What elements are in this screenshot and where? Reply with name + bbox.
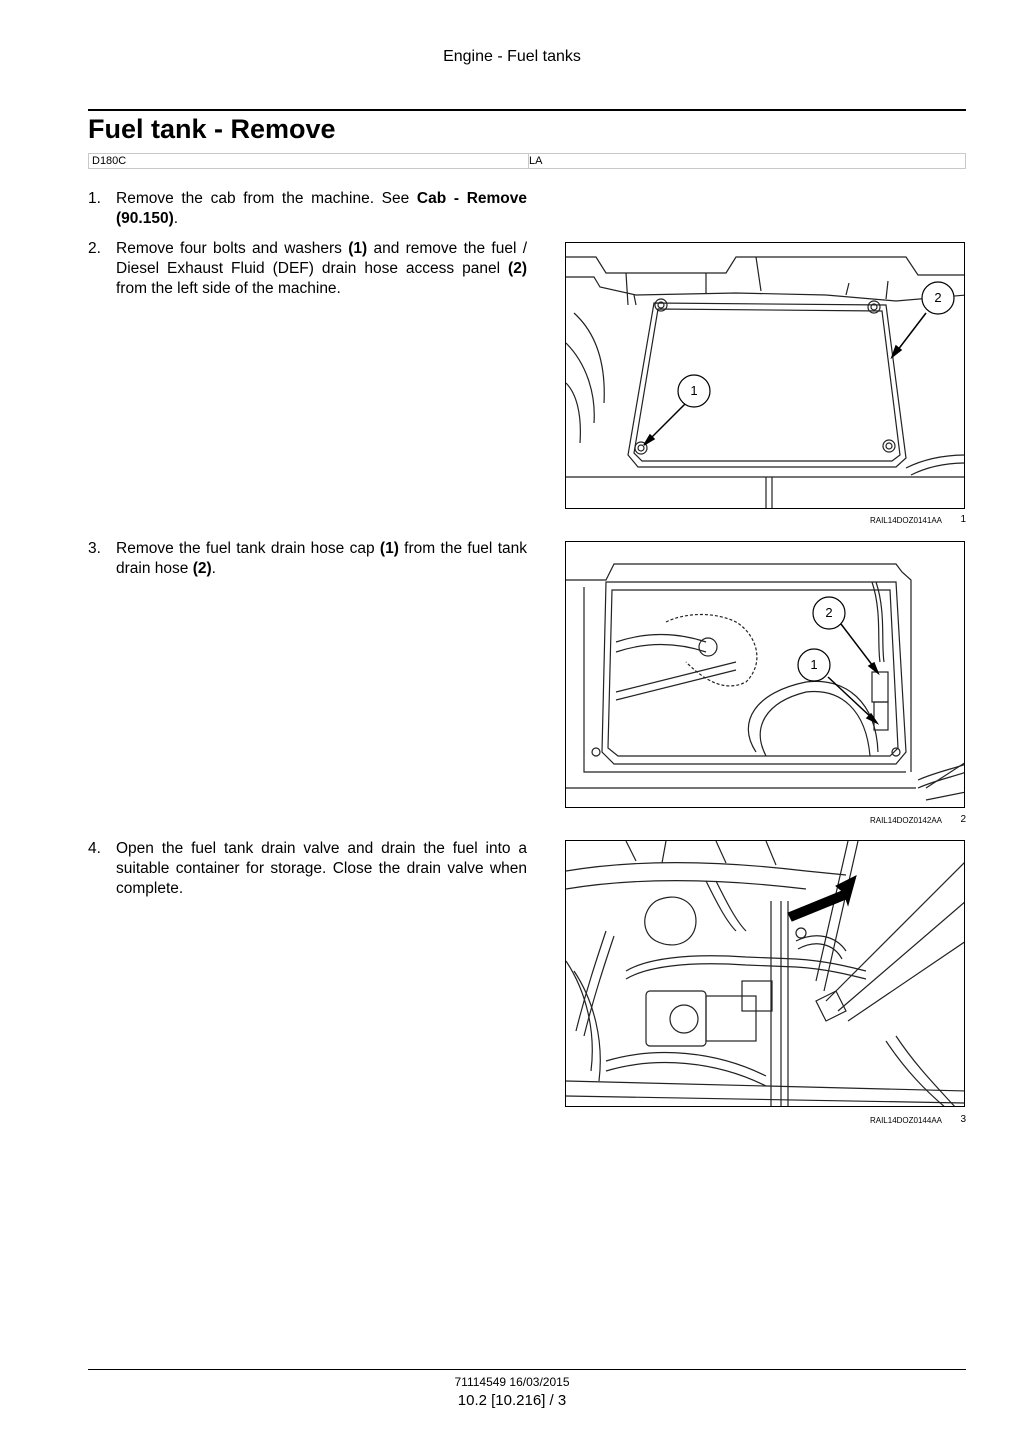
- step-1: 1. Remove the cab from the machine. See …: [88, 189, 528, 229]
- step-text-part: Remove four bolts and washers: [116, 240, 349, 257]
- access-panel-illustration: [566, 256, 964, 508]
- figure-caption: RAIL14DOZ0141AA: [869, 516, 942, 525]
- step-number: 2.: [88, 240, 101, 257]
- step-text-part: from the left side of the machine.: [116, 280, 341, 297]
- figure-number: 1: [960, 514, 966, 525]
- step-4: 4. Open the fuel tank drain valve and dr…: [88, 839, 528, 899]
- step-text-part: .: [211, 560, 216, 577]
- step-number: 4.: [88, 840, 101, 857]
- callout-label: 2: [934, 290, 942, 305]
- callout-label: 1: [810, 657, 818, 672]
- cross-reference-link[interactable]: Cab - Remove (90.150): [116, 190, 527, 227]
- figure-number: 3: [960, 1114, 966, 1125]
- step-text-part: from the fuel tank drain hose: [116, 540, 527, 577]
- figure-2-callout-1: [797, 648, 831, 682]
- figure-1-callout-2: [921, 281, 955, 315]
- figure-1-access-panel: 1 2: [565, 242, 965, 509]
- model-cell: D180C: [89, 154, 529, 168]
- step-text: Remove four bolts and washers (1) and re…: [116, 239, 527, 299]
- step-text-part: Remove the fuel tank drain hose cap: [116, 540, 380, 557]
- figure-2-callout-2: [812, 596, 846, 630]
- figure-3-drain-valve: [565, 840, 965, 1107]
- figure-caption: RAIL14DOZ0142AA: [869, 816, 942, 825]
- footer-page-number: 10.2 [10.216] / 3: [457, 1392, 567, 1409]
- figure-1-callout-1: [677, 374, 711, 408]
- step-3: 3. Remove the fuel tank drain hose cap (…: [88, 539, 528, 579]
- callout-ref: (2): [192, 560, 212, 577]
- callout-ref: (2): [508, 260, 527, 277]
- callout-ref: (1): [348, 240, 368, 257]
- region-cell: LA: [529, 155, 543, 167]
- page-title: Fuel tank - Remove: [88, 114, 336, 144]
- drain-hose-illustration: [566, 563, 964, 801]
- step-text: Remove the fuel tank drain hose cap (1) …: [116, 539, 527, 579]
- step-2: 2. Remove four bolts and washers (1) and…: [88, 239, 528, 299]
- drain-valve-illustration: [566, 841, 964, 1106]
- step-text: Open the fuel tank drain valve and drain…: [116, 840, 527, 897]
- footer-document-id: 71114549 16/03/2015: [454, 1375, 570, 1389]
- step-text-part: .: [173, 210, 179, 227]
- callout-label: 2: [825, 605, 833, 620]
- step-number: 1.: [88, 190, 101, 207]
- title-rule: [88, 109, 966, 111]
- step-text-part: and remove the fuel / Diesel Exhaust Flu…: [116, 240, 527, 277]
- step-number: 3.: [88, 540, 101, 557]
- callout-ref: (1): [379, 540, 399, 557]
- figure-number: 2: [960, 814, 966, 825]
- figure-caption: RAIL14DOZ0144AA: [869, 1116, 942, 1125]
- step-text: Remove the cab from the machine. See Cab…: [116, 189, 527, 229]
- applicability-table: D180C LA: [88, 153, 966, 169]
- step-text-part: Remove the cab from the machine. See: [116, 190, 417, 207]
- page-header: Engine - Fuel tanks: [443, 48, 581, 65]
- callout-label: 1: [690, 383, 698, 398]
- figure-2-drain-hose: 2 1: [565, 541, 965, 808]
- footer-rule: [88, 1369, 966, 1370]
